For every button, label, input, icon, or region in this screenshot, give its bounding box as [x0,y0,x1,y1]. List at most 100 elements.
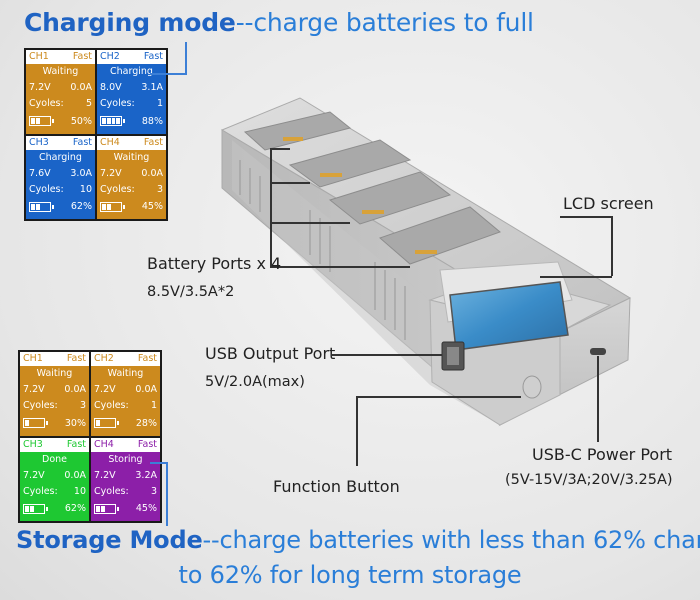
channel-name: CH3 [23,438,43,450]
side-vents [239,160,406,340]
channel-current: 0.0A [70,82,92,93]
channel-current: 3.1A [141,82,163,93]
usb-c-power-spec: (5V-15V/3A;20V/3.25A) [505,472,673,488]
channel-cycles-label: Cyoles: [23,485,58,497]
channel-mode: Fast [143,136,163,148]
charging-mode-description: --charge batteries to full [235,8,534,37]
channel-status: Waiting [113,151,150,163]
channel-header: CH1 Fast [26,50,95,64]
storage-mode-description-line2: to 62% for long term storage [178,561,522,589]
channel-cycles-row: Cyoles:1 [100,96,163,112]
battery-level-icon [23,418,48,428]
channel-current: 0.0A [64,469,86,481]
usb-callout-line [332,354,442,356]
channel-battery-row: 28% [94,414,157,432]
channel-name: CH3 [29,136,49,148]
battery-ports-spec: 8.5V/3.5A*2 [147,284,235,300]
channel-cycles-row: Cyoles: 10 [23,484,86,500]
charging-mode-heading: Charging mode--charge batteries to full [24,8,534,37]
channel-cycles-label: Cyoles: [100,98,135,109]
channel-name: CH4 [100,136,120,148]
channel-status: Waiting [42,66,79,77]
channel-cycles: 1 [150,400,157,411]
channel-cycles: 10 [79,183,92,195]
channel-cycles-label: Cyoles: [94,400,129,411]
lcd-callout-line-h [560,216,612,218]
channel-voltage: 7.2V [100,167,122,179]
channel-voltage: 7.2V [29,82,51,93]
channel-battery-row: 50% [29,112,92,130]
channel-name: CH4 [94,438,114,450]
channel-name: CH2 [100,51,120,62]
channel-mode: Fast [137,438,157,450]
channel-cycles-label: Cyoles: [29,183,64,195]
channel-status: Waiting [107,368,144,379]
channel-cycles: 3 [79,400,86,411]
channel-battery-row: 88% [100,112,163,130]
channel-voltage: 7.2V [94,469,116,481]
channel-name: CH1 [23,353,43,364]
channel-status: Done [42,453,67,465]
ports-callout-tick1 [270,148,290,150]
channel-percent: 62% [64,503,86,514]
channel-header: CH2 Fast [97,50,166,64]
channel-readings: 8.0V 3.1A [100,80,163,96]
channel-voltage: 7.2V [94,384,116,395]
channel-cycles: 5 [85,98,92,109]
function-callout-line-v [356,396,358,466]
lcd-screen [449,281,569,351]
channel-percent: 88% [141,115,163,127]
channel-status: Storing [108,453,143,465]
function-callout-line-h [356,396,521,398]
channel-mode: Fast [66,353,86,364]
function-button-shape [522,375,542,399]
channel-cycles-label: Cyoles: [94,485,129,497]
battery-level-icon [29,116,54,126]
channel-current: 3.0A [70,167,92,179]
channel-readings: 7.2V 0.0A [29,80,92,96]
channel-current: 0.0A [135,384,157,395]
channel-header: CH1 Fast [20,352,89,366]
channel-cycles-row: Cyoles: 1 [94,398,157,414]
channel-cycles: 10 [73,485,86,497]
charging-mode-title: Charging mode [24,8,236,37]
battery-level-icon [29,201,54,212]
function-button-label: Function Button [273,477,400,496]
usb-c-port-shape [590,348,606,355]
channel-battery-row: 45% [100,198,163,216]
channel-mode: Fast [66,438,86,450]
battery-level-icon [23,503,48,514]
channel-cycles-row: Cyoles:3 [94,484,157,500]
channel-header: CH4 Fast [91,437,160,452]
charging-connector-line [150,73,186,75]
channel-battery-row: 62% [29,198,92,216]
battery-ports-label: Battery Ports x 4 [147,254,282,273]
channel-name: CH1 [29,51,49,62]
channel-cycles-row: Cyoles:3 [100,182,163,198]
channel-voltage: 8.0V [100,82,122,93]
storage-connector-line [150,462,167,464]
channel-mode: Fast [143,51,163,62]
channel-header: CH4 Fast [97,135,166,150]
channel-cycles-label: Cyoles: [29,98,64,109]
channel-current: 0.0A [64,384,86,395]
channel-header: CH3 Fast [20,437,89,452]
channel-voltage: 7.2V [23,384,45,395]
channel-cycles-row: Cyoles: 10 [29,182,92,198]
channel-battery-row: 45% [94,500,157,518]
storage-connector-line-vertical [166,462,168,526]
channel-cycles: 3 [156,183,163,195]
channel-mode: Fast [72,51,92,62]
channel-name: CH2 [94,353,114,364]
